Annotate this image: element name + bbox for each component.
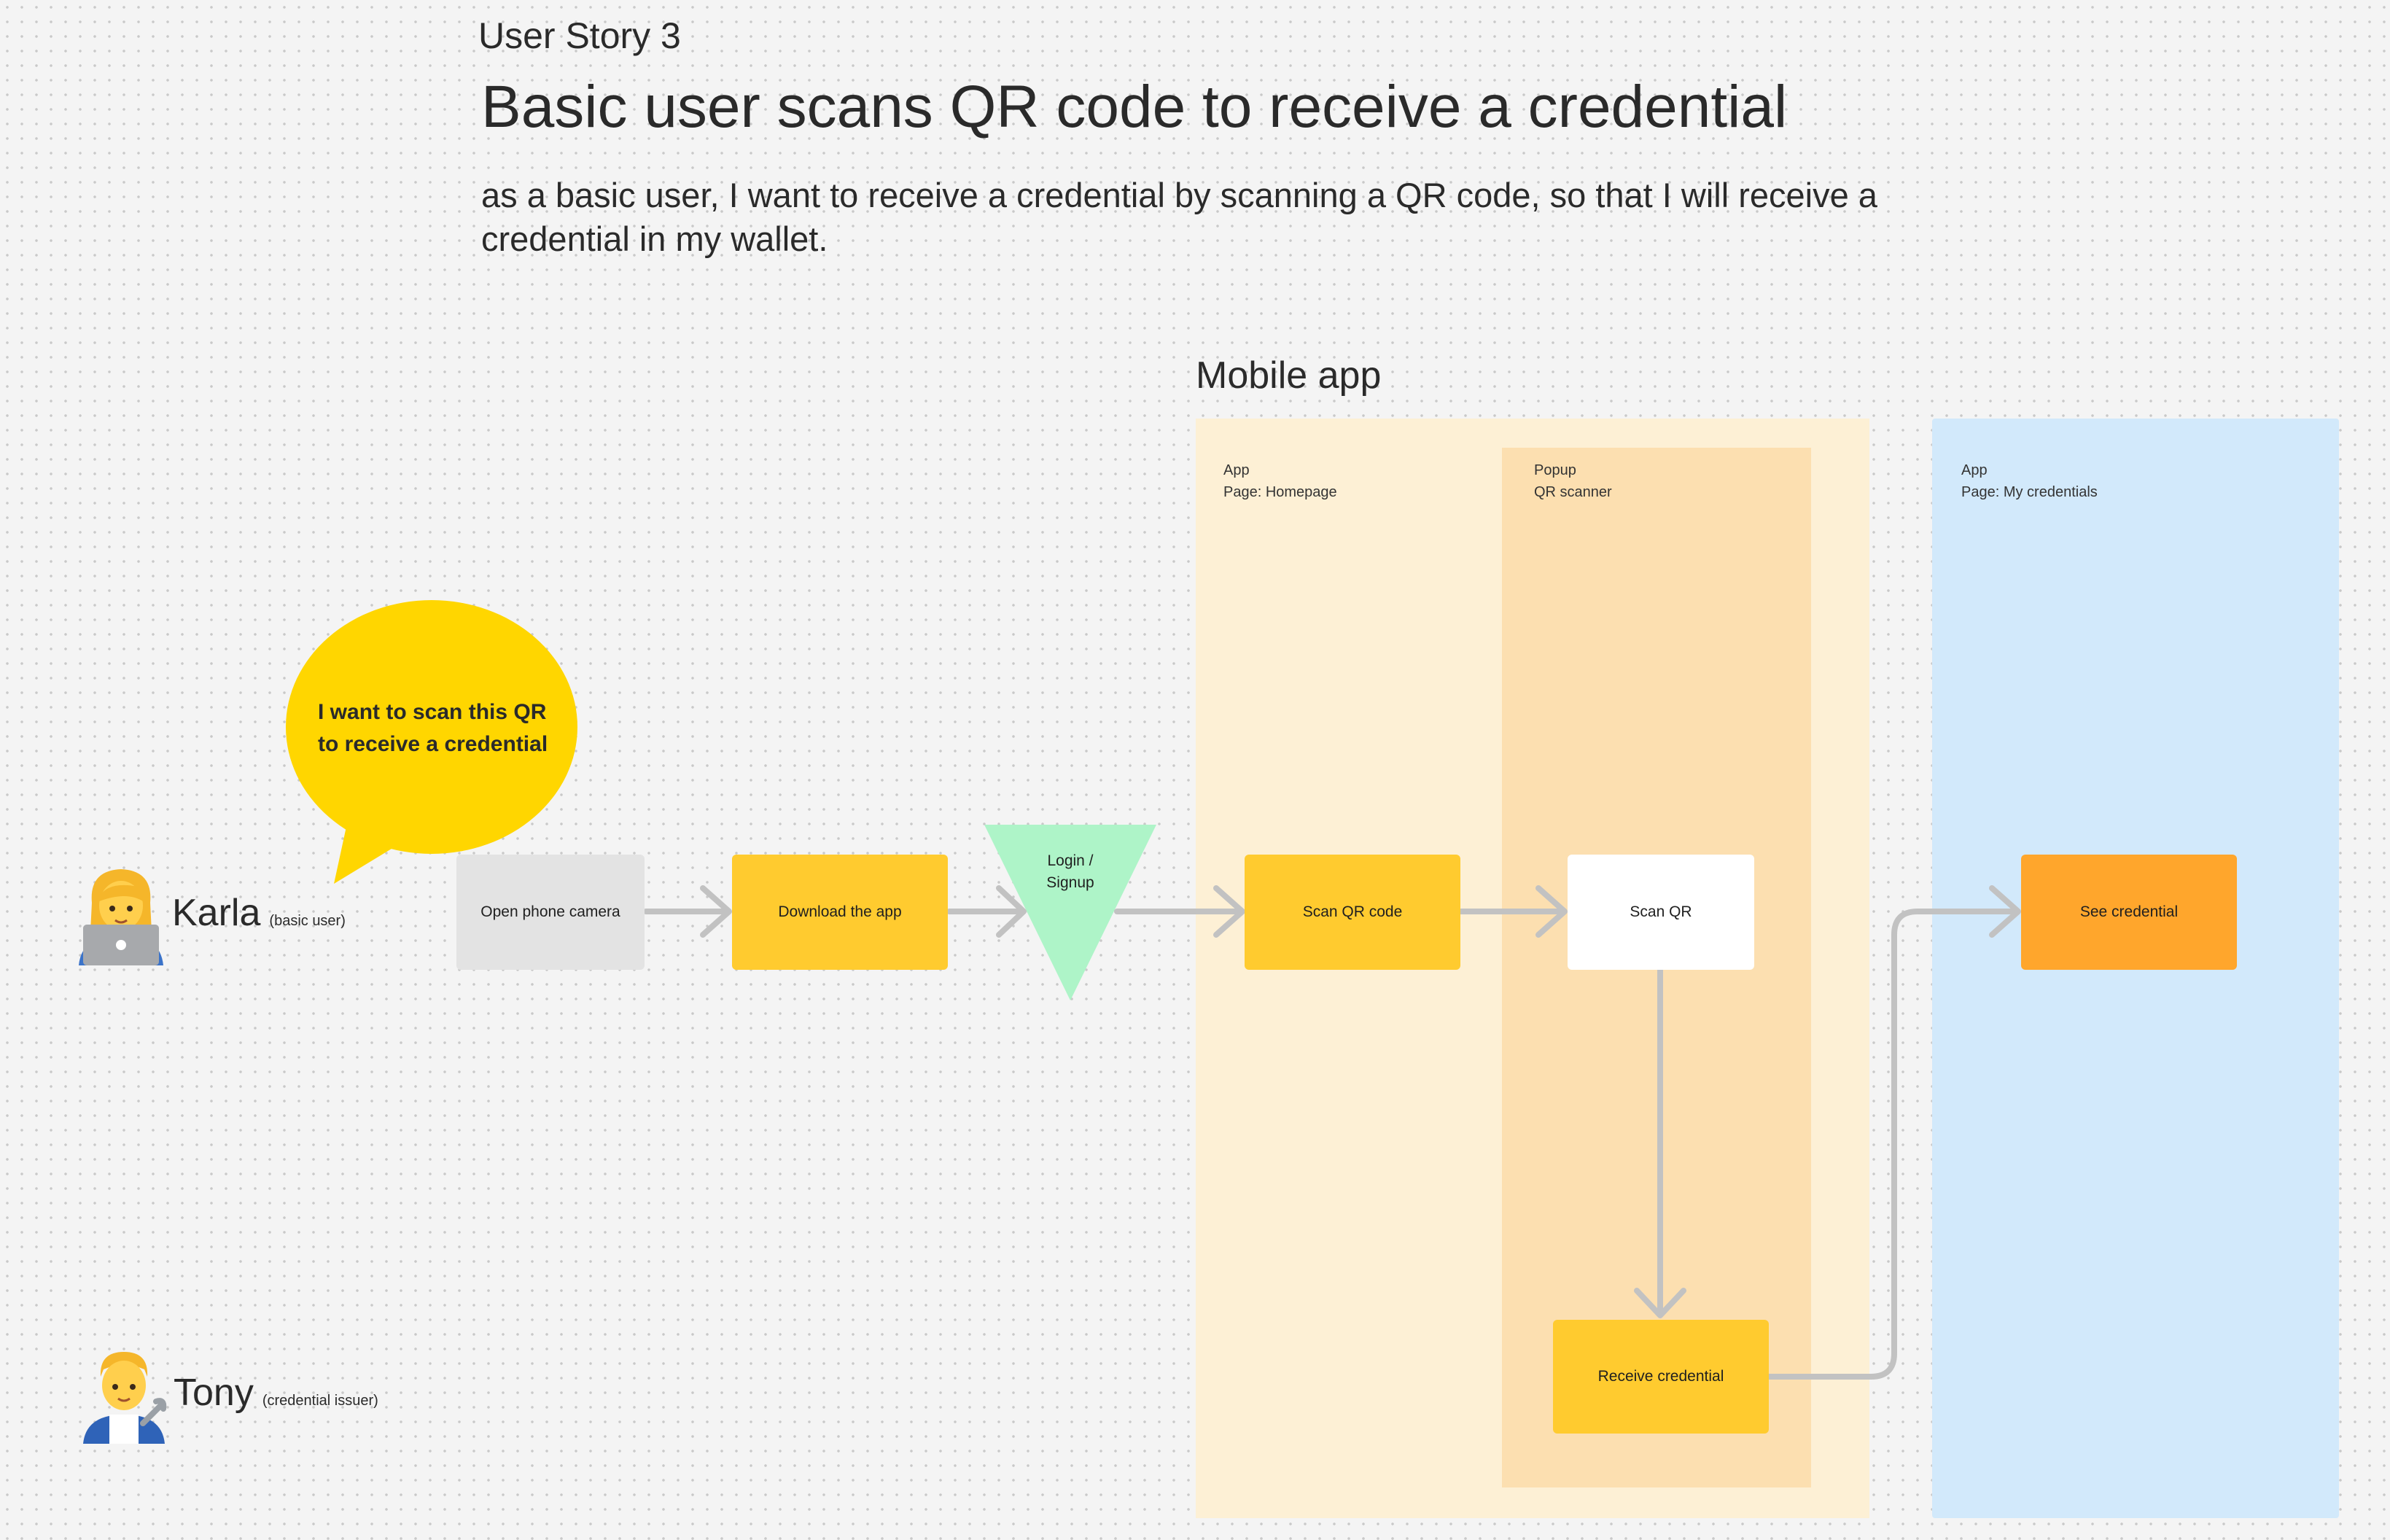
arrow-download-to-login <box>946 885 1027 938</box>
speech-bubble-line1: I want to scan this QR <box>318 700 547 724</box>
step-scan-qr-label: Scan QR <box>1630 903 1692 920</box>
arrow-scan-qr-to-receive-credential <box>1634 967 1686 1318</box>
region-my-credentials-type: App <box>1961 462 1988 478</box>
step-see-credential-label: See credential <box>2079 903 2179 920</box>
arrow-camera-to-download <box>643 885 732 938</box>
step-download-the-app-label: Download the app <box>778 903 902 920</box>
region-qr-scanner-type: Popup <box>1534 462 1576 478</box>
region-qr-scanner-page: QR scanner <box>1534 484 1612 500</box>
actor-tony-name: Tony <box>174 1372 254 1414</box>
step-receive-credential-label: Receive credential <box>1597 1368 1724 1385</box>
arrow-receive-to-see-credential <box>1766 885 2021 1380</box>
region-homepage-page: Page: Homepage <box>1223 484 1337 500</box>
step-login-signup-line1: Login / <box>1047 852 1094 869</box>
speech-bubble-shape <box>286 600 577 884</box>
step-login-signup-label: Login / Signup <box>1027 850 1114 894</box>
man-mechanic-icon <box>83 1352 167 1444</box>
speech-bubble-line2: to receive a credential <box>318 732 548 756</box>
region-homepage-type: App <box>1223 462 1250 478</box>
step-receive-credential[interactable]: Receive credential <box>1553 1320 1769 1434</box>
story-description: as a basic user, I want to receive a cre… <box>481 176 1877 258</box>
step-scan-qr[interactable]: Scan QR <box>1568 855 1754 970</box>
step-see-credential[interactable]: See credential <box>2021 855 2237 970</box>
step-download-the-app[interactable]: Download the app <box>732 855 948 970</box>
actor-karla-name: Karla <box>172 892 261 934</box>
region-my-credentials-page: Page: My credentials <box>1961 484 2098 500</box>
step-scan-qr-code-label: Scan QR code <box>1302 903 1403 920</box>
arrow-scan-qr-code-to-scan-qr <box>1458 885 1568 938</box>
woman-technologist-icon <box>79 869 163 965</box>
story-title: Basic user scans QR code to receive a cr… <box>481 74 1788 140</box>
step-open-phone-camera[interactable]: Open phone camera <box>456 855 645 970</box>
arrow-login-to-scan-qr-code <box>1114 885 1245 938</box>
step-scan-qr-code[interactable]: Scan QR code <box>1245 855 1460 970</box>
section-title: Mobile app <box>1196 354 1382 397</box>
actor-tony-role: (credential issuer) <box>262 1393 378 1409</box>
step-login-signup-line2: Signup <box>1046 874 1094 891</box>
actor-karla-role: (basic user) <box>269 913 346 929</box>
step-open-phone-camera-label: Open phone camera <box>480 903 620 920</box>
speech-bubble: I want to scan this QR to receive a cred… <box>318 696 548 761</box>
login-signup-triangle[interactable] <box>984 825 1156 1000</box>
story-label: User Story 3 <box>478 15 681 56</box>
